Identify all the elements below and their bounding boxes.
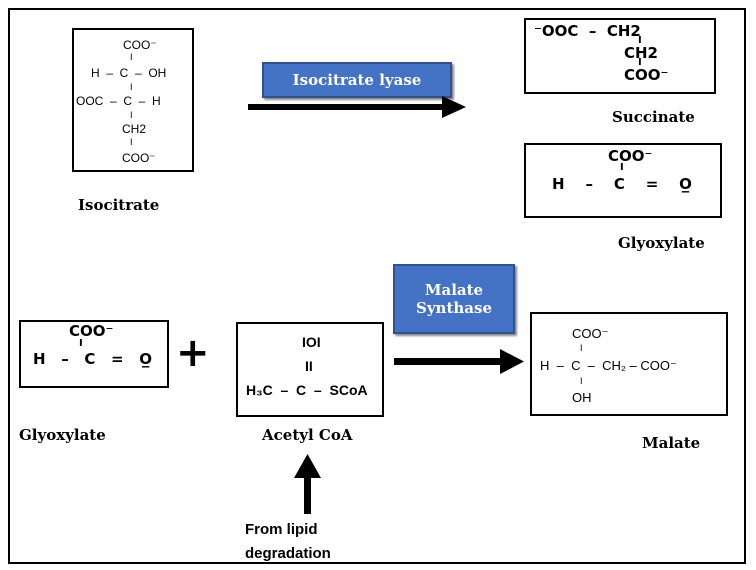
succinate-structure: ⁻OOC – CH2 I CH2 I COO⁻ (524, 18, 716, 94)
arrow-malate-synthase (394, 349, 524, 374)
isocitrate-line-1: COO⁻ (123, 38, 157, 52)
succinate-bond-2: I (638, 57, 642, 68)
acetylcoa-line-3: H₃C – C – SCoA (246, 382, 368, 398)
succinate-label: Succinate (612, 108, 695, 126)
glyoxylate-bottom-structure: COO⁻ I H – C = O̲ (19, 320, 169, 388)
glyoxylate-top-line-2: H – C = O̲ (552, 175, 692, 193)
glyoxylate-top-line-1: COO⁻ (608, 147, 653, 165)
acetylcoa-line-2: II (305, 358, 313, 374)
malate-line-1: COO⁻ (572, 326, 609, 341)
glyoxylate-bottom-label: Glyoxylate (19, 426, 106, 444)
malate-bond-2: I (580, 376, 583, 386)
isocitrate-line-5: COO⁻ (122, 151, 156, 165)
glyoxylate-bottom-bond: I (79, 338, 83, 349)
glyoxylate-top-bond: I (620, 162, 624, 173)
arrow-lipid-input (294, 454, 321, 514)
succinate-bond-1: I (638, 35, 642, 46)
isocitrate-line-3: OOC – C – H (76, 94, 161, 108)
glyoxylate-top-structure: COO⁻ I H – C = O̲ (524, 143, 722, 218)
figure-frame (8, 8, 746, 564)
isocitrate-bond-3: I (130, 110, 133, 120)
malate-synthase-line-1: Malate (424, 281, 484, 299)
isocitrate-line-2: H – C – OH (91, 66, 167, 80)
malate-synthase-box: Malate Synthase (393, 264, 515, 334)
acetylcoa-structure: IOI II H₃C – C – SCoA (236, 322, 384, 417)
glyoxylate-top-label: Glyoxylate (618, 234, 705, 252)
isocitrate-bond-2: I (130, 82, 133, 92)
lipid-source-note: From lipid degradation (245, 518, 331, 566)
glyoxylate-bottom-line-1: COO⁻ (69, 322, 114, 340)
malate-line-3: OH (572, 390, 592, 405)
isocitrate-bond-4: I (130, 137, 133, 147)
acetylcoa-line-1: IOI (302, 334, 321, 350)
isocitrate-structure: COO⁻ I H – C – OH I OOC – C – H I CH2 I … (72, 28, 194, 172)
glyoxylate-bottom-line-2: H – C = O̲ (33, 350, 153, 368)
lipid-note-line-2: degradation (245, 545, 331, 562)
isocitrate-bond-1: I (130, 52, 133, 62)
isocitrate-lyase-box: Isocitrate lyase (262, 62, 452, 98)
isocitrate-label: Isocitrate (78, 196, 160, 214)
succinate-line-2: CH2 (624, 44, 658, 62)
malate-synthase-line-2: Synthase (416, 299, 492, 317)
acetylcoa-label: Acetyl CoA (262, 426, 353, 444)
succinate-line-3: COO⁻ (624, 66, 669, 84)
malate-line-2: H – C – CH₂ – COO⁻ (540, 358, 677, 373)
malate-label: Malate (642, 434, 701, 452)
isocitrate-line-4: CH2 (122, 122, 147, 136)
plus-sign: + (176, 330, 210, 376)
malate-structure: COO⁻ I H – C – CH₂ – COO⁻ I OH (530, 312, 728, 416)
arrow-isocitrate-lyase (248, 96, 466, 118)
lipid-note-line-1: From lipid (245, 521, 318, 538)
succinate-line-1: ⁻OOC – CH2 (534, 22, 641, 40)
malate-bond-1: I (580, 343, 583, 353)
